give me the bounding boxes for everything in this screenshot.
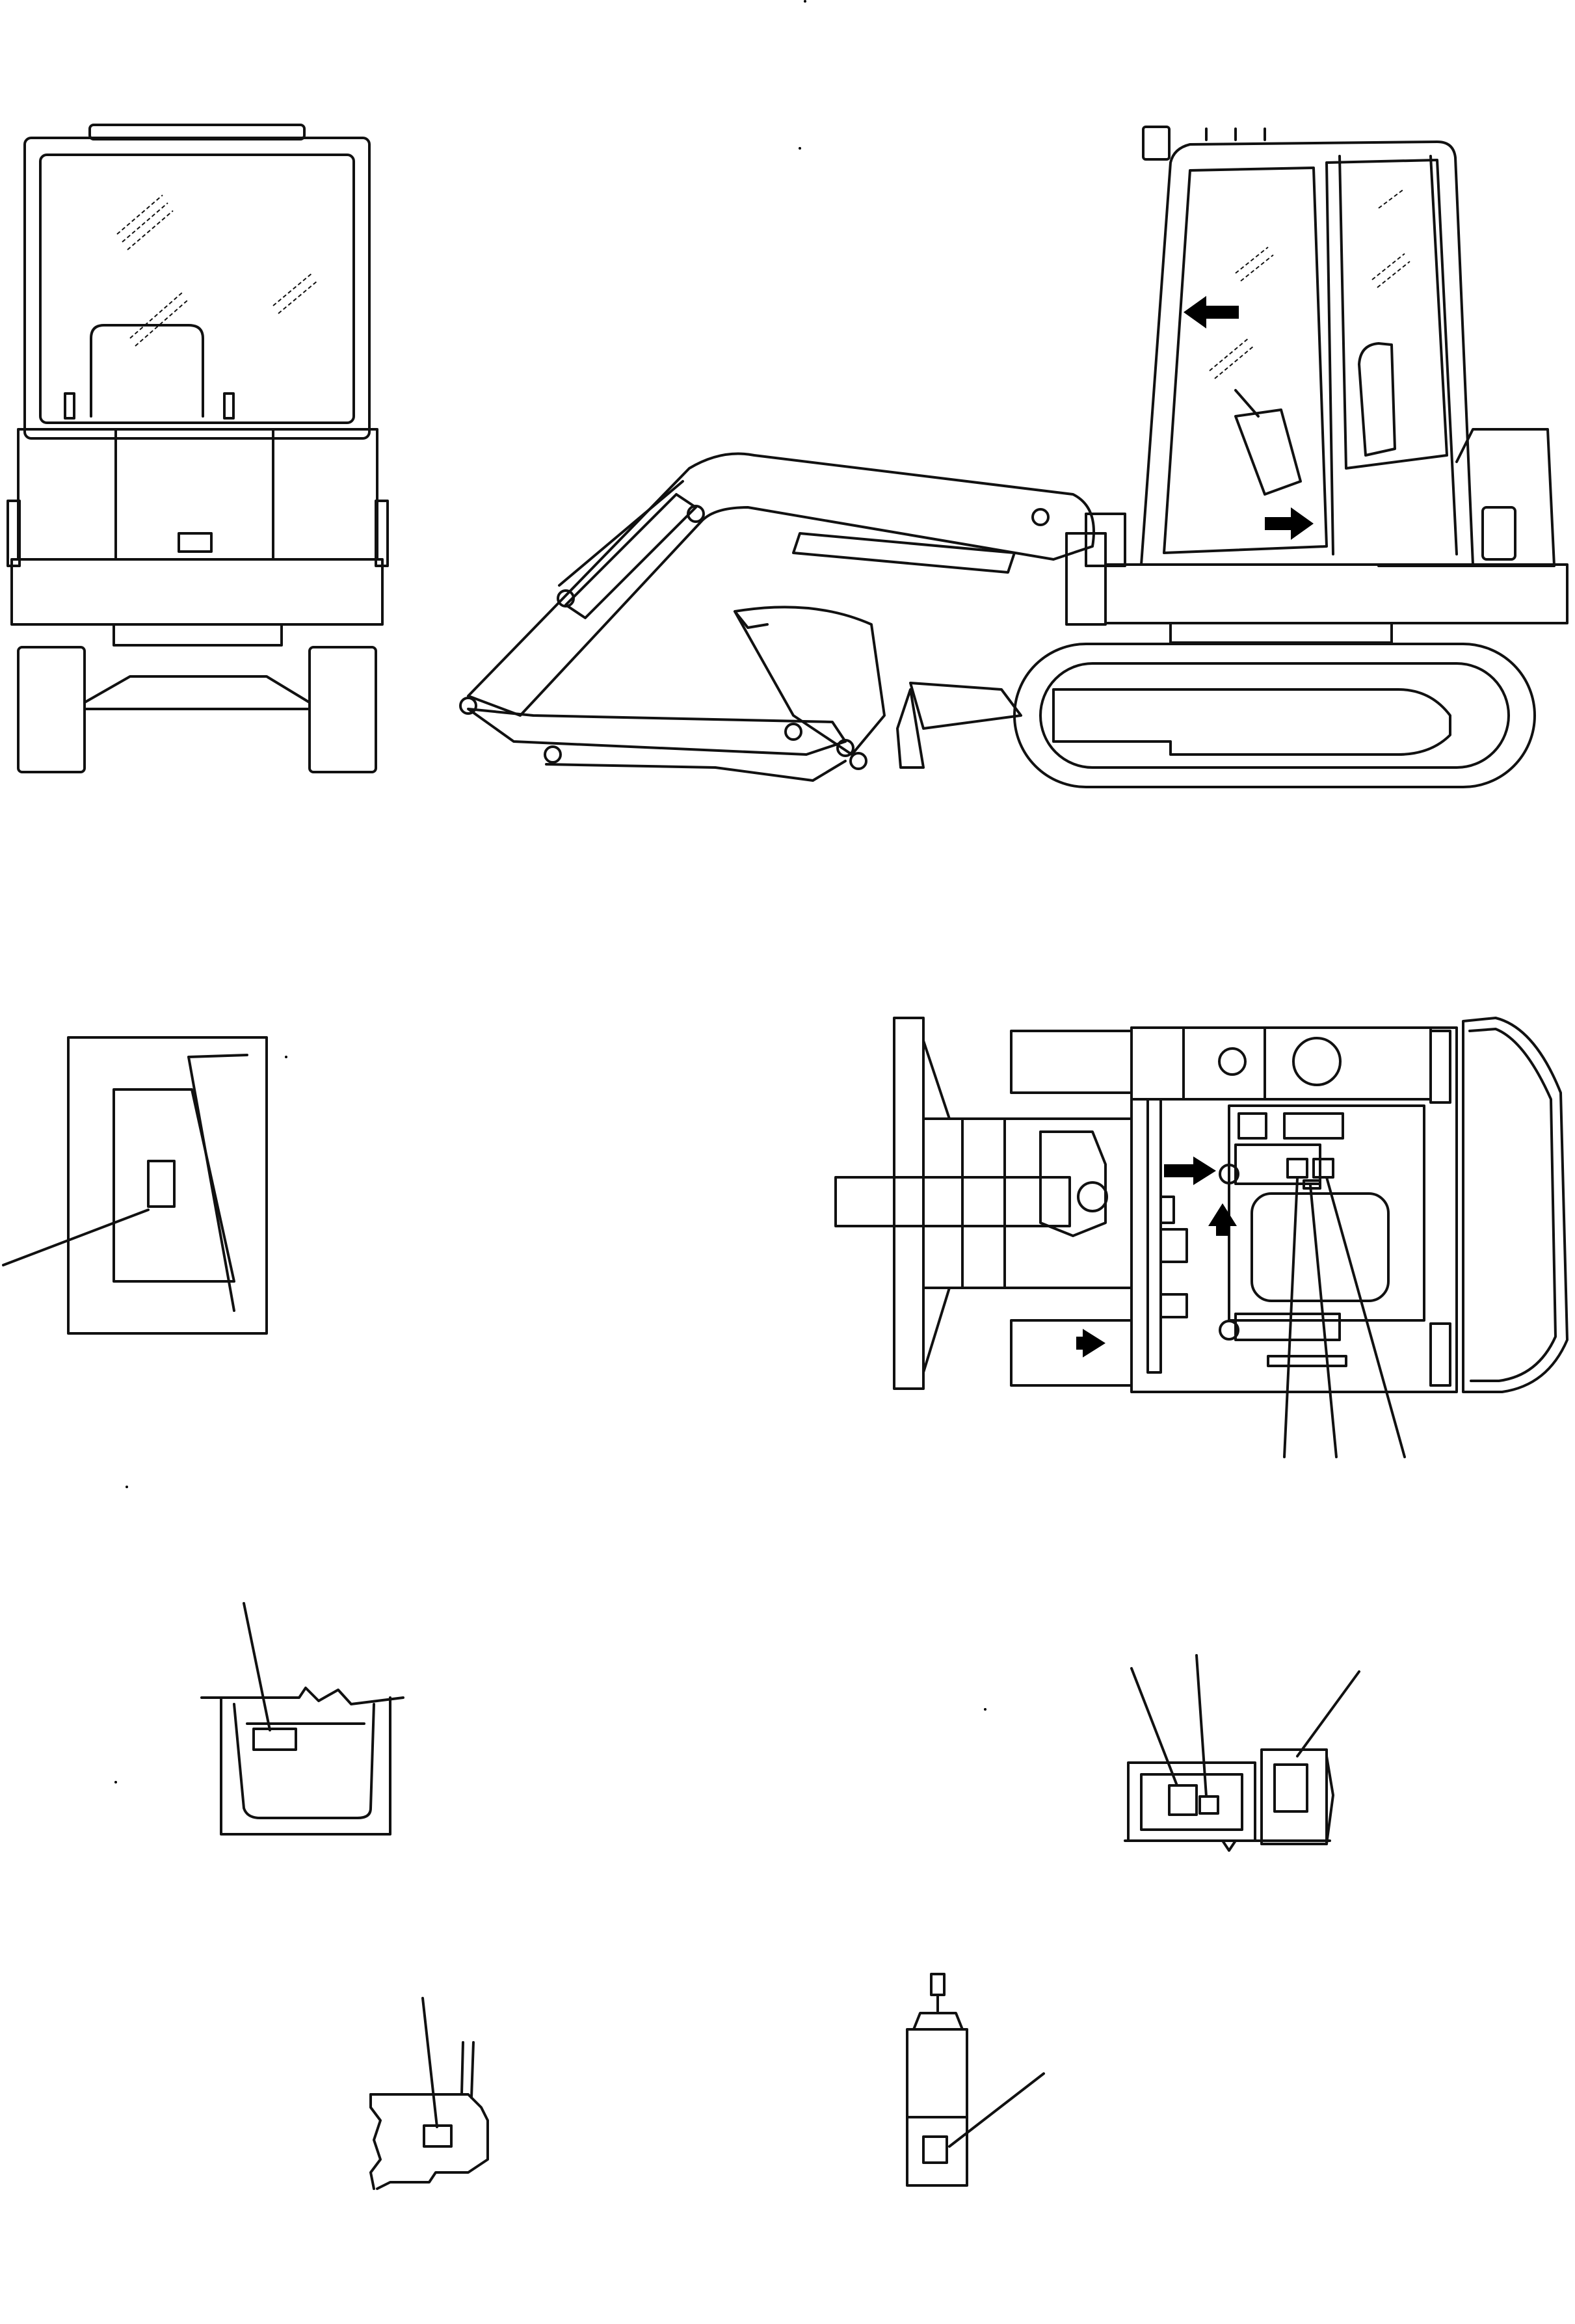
console-decal-3-icon	[1273, 1763, 1308, 1813]
seat-detail	[2, 1036, 268, 1335]
arrow-left-icon	[1184, 296, 1239, 328]
arrow-right-icon	[1164, 1156, 1216, 1185]
arrow-right-icon	[1076, 1329, 1105, 1357]
corner-decal-icon	[423, 2124, 453, 2148]
console-detail	[1124, 1654, 1360, 1852]
top-decal-3-icon	[1303, 1179, 1321, 1190]
arrow-right-icon	[1265, 507, 1314, 540]
frame-decal-icon	[252, 1728, 297, 1751]
seat-decal-icon	[147, 1160, 176, 1208]
side-view	[459, 126, 1568, 788]
top-view	[834, 1017, 1568, 1458]
scan-specks	[114, 0, 986, 1783]
lower-frame-detail	[200, 1602, 404, 1836]
arrow-up-icon	[1208, 1203, 1237, 1236]
console-decal-1-icon	[1168, 1784, 1198, 1816]
front-decal-icon	[178, 532, 213, 553]
top-decal-2-icon	[1312, 1158, 1334, 1179]
seat-leader-line	[2, 1209, 150, 1266]
top-decal-1-icon	[1286, 1158, 1308, 1179]
corner-detail	[369, 1997, 489, 2190]
lever-detail	[906, 1973, 1045, 2187]
front-view	[7, 124, 389, 773]
console-decal-2-icon	[1198, 1795, 1219, 1815]
lever-decal-icon	[922, 2135, 948, 2164]
